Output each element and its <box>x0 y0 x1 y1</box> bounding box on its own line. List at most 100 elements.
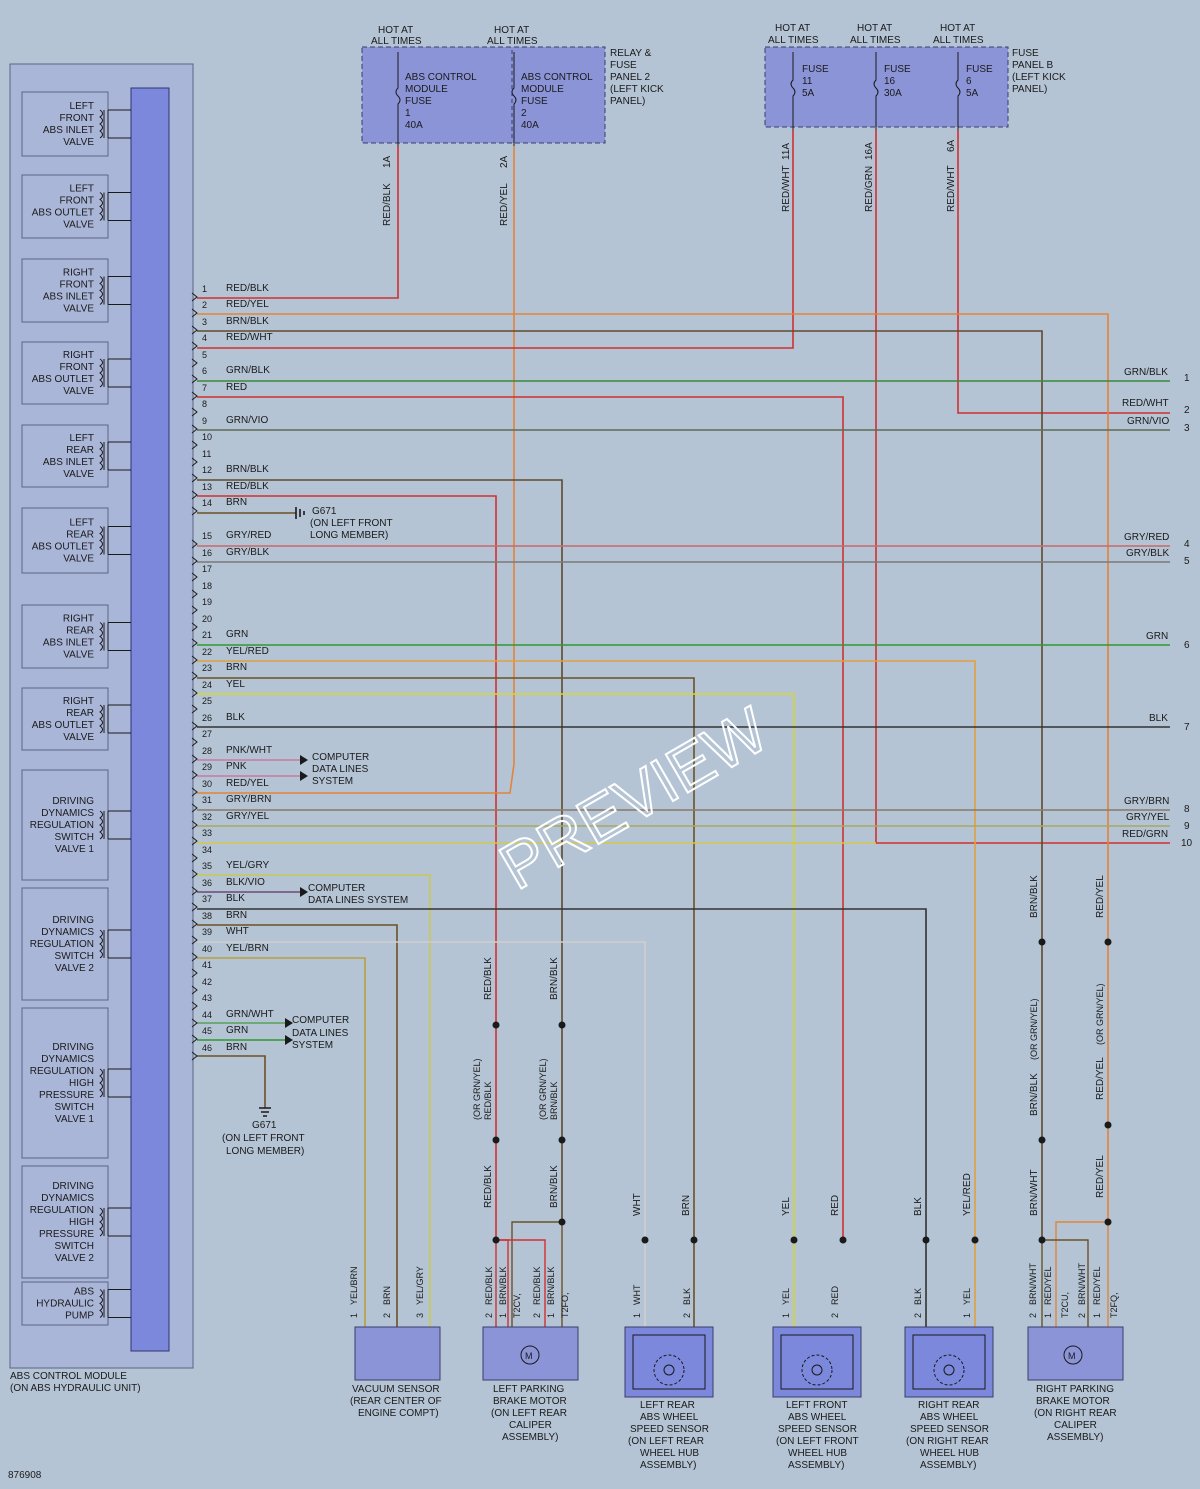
wire-red-wht-2 <box>957 130 1170 414</box>
component-label: VALVE 2 <box>55 1253 95 1264</box>
component-label: VALVE <box>63 732 94 743</box>
wire-label: YEL/GRY <box>226 860 269 871</box>
panel-label: (LEFT KICK <box>610 84 664 95</box>
wire-label: RED/YEL <box>1095 1155 1106 1198</box>
edge-wire-label: RED/GRN <box>1122 829 1168 840</box>
pin-number: 4 <box>202 333 207 343</box>
wire-label: WHT <box>632 1284 642 1305</box>
component-label: VALVE <box>63 386 94 397</box>
component-label: RIGHT <box>63 696 94 707</box>
pin-chevron-icon <box>191 440 198 450</box>
wire-label: WHT <box>632 1193 643 1216</box>
pin-number: 43 <box>202 993 212 1003</box>
pin-chevron-icon <box>191 935 198 945</box>
pin-number: 7 <box>202 383 207 393</box>
motor-glyph: M <box>1068 1351 1076 1361</box>
fuse-label: 40A <box>521 120 539 131</box>
wire-label: RED/WHT <box>781 165 792 212</box>
wire-label: YEL <box>226 679 245 690</box>
component-label: ASSEMBLY) <box>640 1460 697 1471</box>
component-label: ASSEMBLY) <box>788 1460 845 1471</box>
ground-g671-lower: G671 (ON LEFT FRONT LONG MEMBER) <box>222 1107 305 1157</box>
wire-label: BLK <box>913 1288 923 1305</box>
pin-chevron-icon <box>191 638 198 648</box>
vacuum-sensor: 1 YEL/BRN 2 BRN 3 YEL/GRY VACUUM SENSOR … <box>349 1266 442 1419</box>
pin-chevron-icon <box>191 968 198 978</box>
pin-number: 9 <box>202 416 207 426</box>
wire-label: RED/BLK <box>483 1165 494 1208</box>
wire-label: RED/BLK <box>484 1266 494 1305</box>
computer-data-lines-3: COMPUTER DATA LINES SYSTEM <box>285 1015 349 1051</box>
wire-label: BRN/BLK <box>546 1266 556 1305</box>
pin-number: 1 <box>1043 1313 1053 1318</box>
edge-wire-label: GRY/BLK <box>1126 548 1169 559</box>
fuse-label: ABS CONTROL <box>521 72 593 83</box>
pin-number: 2 <box>484 1313 494 1318</box>
sensor-wheel-icon <box>933 1354 965 1386</box>
wire-label: YEL/RED <box>962 1173 973 1216</box>
connector-id: T2CV, <box>512 1293 522 1318</box>
component-label: DRIVING <box>52 1181 94 1192</box>
component-label: LEFT <box>70 101 94 112</box>
wire-label: GRY/BLK <box>226 547 269 558</box>
component-label: FRONT <box>60 196 94 207</box>
component-box <box>21 341 109 405</box>
wire-label: RED/YEL <box>1095 1057 1106 1100</box>
hot-label: ALL TIMES <box>768 35 819 46</box>
wire-label: BLK <box>682 1288 692 1305</box>
pin-chevron-icon <box>191 902 198 912</box>
pin-label: 6A <box>946 139 957 152</box>
ground-label: (ON LEFT FRONT <box>222 1133 305 1144</box>
component-label: BRAKE MOTOR <box>1036 1396 1110 1407</box>
component-label: (ON LEFT REAR <box>491 1408 567 1419</box>
pin-chevron-icon <box>191 589 198 599</box>
coil-icon <box>99 276 131 305</box>
data-line-label: COMPUTER <box>312 752 369 763</box>
left-parking-brake-motor: M 2 RED/BLK 1 BRN/BLK T2CV, 2 RED/BLK 1 … <box>482 1266 579 1443</box>
pin-number: 38 <box>202 911 212 921</box>
component-label: REGULATION <box>30 1205 94 1216</box>
module-component: DRIVINGDYNAMICSREGULATIONHIGHPRESSURESWI… <box>21 1165 131 1279</box>
wire-label: BRN <box>382 1286 392 1305</box>
component-label: HIGH <box>69 1217 94 1228</box>
pin-chevron-icon <box>191 688 198 698</box>
pin-number: 2 <box>830 1313 840 1318</box>
pin-chevron-icon <box>191 292 198 302</box>
component-label: SPEED SENSOR <box>778 1424 857 1435</box>
module-component: DRIVINGDYNAMICSREGULATIONHIGHPRESSURESWI… <box>21 1007 131 1159</box>
pin-chevron-icon <box>191 1034 198 1044</box>
wire-brn-blk-2 <box>197 479 563 1222</box>
component-label: DRIVING <box>52 1042 94 1053</box>
wire-label: (OR GRN/YEL) <box>538 1058 548 1120</box>
hot-label: ALL TIMES <box>371 36 422 47</box>
splice-dot <box>790 1236 798 1244</box>
component-label: VALVE <box>63 554 94 565</box>
pin-chevron-icon <box>191 358 198 368</box>
wire-label: BRN <box>226 497 247 508</box>
wire-brn-2 <box>197 924 398 1330</box>
splice-dot <box>971 1236 979 1244</box>
component-label: BRAKE MOTOR <box>493 1396 567 1407</box>
wire-label: RED/BLK <box>382 183 393 226</box>
wire-red <box>197 396 844 1240</box>
splice-dot <box>492 1136 500 1144</box>
component-label: REAR <box>66 445 94 456</box>
pin-number: 1 <box>349 1313 359 1318</box>
fuse-label: FUSE <box>884 64 911 75</box>
relay-fuse-panel-2: HOT AT ALL TIMES HOT AT ALL TIMES RELAY … <box>361 25 664 146</box>
wire-lpb-brn <box>511 1221 562 1330</box>
component-label: RIGHT <box>63 350 94 361</box>
ground-g671-upper: G671 (ON LEFT FRONT LONG MEMBER) <box>295 506 393 541</box>
fuse-symbol <box>790 52 796 130</box>
edge-wire-label: GRN <box>1146 631 1168 642</box>
pin-number: 3 <box>415 1313 425 1318</box>
panel-label: PANEL 2 <box>610 72 650 83</box>
component-label: VALVE <box>63 220 94 231</box>
motor-glyph: M <box>525 1351 533 1361</box>
wire-label: BRN <box>226 662 247 673</box>
wire-label: RED/GRN <box>864 166 875 212</box>
component-label: VALVE 1 <box>55 1114 95 1125</box>
wire-label: RED/WHT <box>226 332 273 343</box>
